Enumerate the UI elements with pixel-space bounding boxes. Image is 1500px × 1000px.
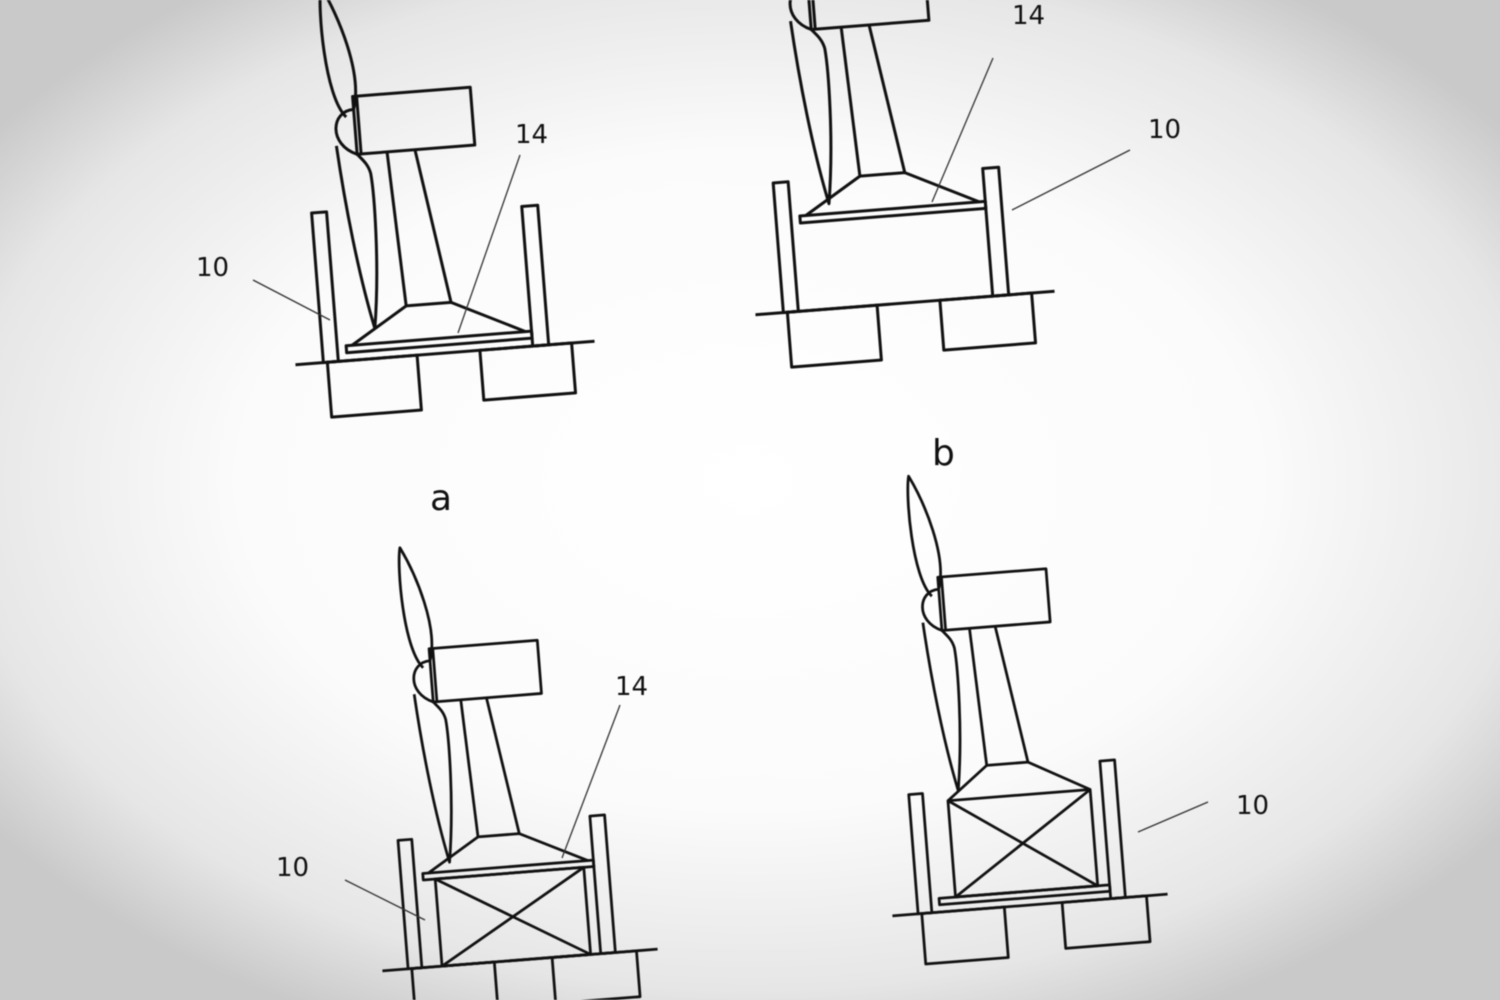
tower-right-edge (413, 149, 453, 303)
guide-post-right (981, 165, 1011, 298)
label-14-fig-b: 14 (1012, 1, 1045, 31)
tower-left-edge (839, 26, 862, 177)
label-14-fig-c: 14 (615, 672, 648, 702)
label-10-fig-b: 10 (1148, 115, 1181, 145)
transition-piece (947, 760, 1091, 802)
nacelle-front-edge (355, 96, 363, 155)
upper-blade (397, 546, 434, 669)
tower-left-edge (385, 151, 408, 307)
rotor-hub (412, 659, 434, 704)
foundation-block-left (920, 905, 1010, 966)
tower-left-edge (968, 628, 989, 766)
upper-blade (906, 474, 942, 598)
lower-blade (334, 145, 379, 330)
turbine-figure-a (295, 0, 595, 419)
nacelle-front-edge (431, 648, 439, 702)
support-platform-14 (798, 199, 988, 225)
guide-post-right (1098, 758, 1127, 901)
rotor-hub (334, 107, 358, 156)
label-10-fig-c: 10 (276, 853, 309, 883)
lower-blade (921, 622, 962, 793)
upper-blade (318, 0, 358, 119)
foundation-block-right (938, 291, 1038, 352)
foundation-block-right (478, 341, 578, 402)
leader-line-14-fig-b (931, 57, 994, 203)
support-platform-14 (344, 329, 534, 355)
guide-post-left (310, 210, 340, 365)
turbine-figure-b (755, 0, 1055, 369)
rotor-hub (788, 0, 812, 31)
guide-post-left (907, 792, 934, 916)
guide-post-right (588, 813, 617, 956)
transition-piece (427, 832, 589, 875)
leader-line-10-fig-a (252, 279, 331, 321)
lattice-brace (441, 866, 585, 968)
figure-a-annotations: 10 14 a (196, 120, 548, 519)
nacelle-front-edge (940, 576, 947, 631)
leader-line-14-fig-c (561, 704, 621, 859)
leader-line-10-fig-d (1137, 801, 1209, 833)
turbine-figure-c (382, 546, 658, 1000)
rotor-hub (921, 587, 943, 632)
foundation-block-left (410, 960, 500, 1000)
figure-c-annotations: 10 14 (276, 672, 648, 921)
nacelle (351, 85, 477, 156)
leader-line-14-fig-a (457, 154, 521, 334)
foundation-block-right (1060, 894, 1152, 950)
support-platform-14 (421, 858, 596, 882)
guide-post-right (520, 203, 551, 348)
transition-piece (804, 171, 980, 217)
lower-blade (412, 694, 453, 864)
leader-line-10-fig-b (1011, 149, 1131, 211)
nacelle (427, 638, 543, 704)
transition-piece (351, 300, 527, 347)
tower-right-edge (993, 625, 1030, 763)
tower-right-edge (485, 697, 521, 834)
foundation-block-right (550, 949, 642, 1000)
lattice-brace (954, 788, 1091, 899)
tower-right-edge (867, 24, 907, 173)
label-10-fig-d: 10 (1236, 791, 1269, 821)
guide-post-left (771, 180, 800, 315)
guide-post-left (396, 837, 424, 971)
lower-blade (789, 20, 833, 206)
tower-left-edge (459, 699, 480, 838)
foundation-block-left (785, 303, 883, 369)
nacelle (805, 0, 931, 32)
leader-line-10-fig-c (344, 879, 426, 921)
figure-b-annotations: 10 14 b (931, 1, 1181, 474)
foundation-block-left (325, 353, 423, 419)
figure-d-annotations: 10 (1137, 791, 1269, 833)
figure-caption-a: a (430, 478, 452, 519)
lattice-structure (946, 788, 1100, 899)
turbine-figure-d (892, 474, 1168, 966)
label-10-fig-a: 10 (196, 253, 229, 283)
label-14-fig-a: 14 (515, 120, 548, 150)
nacelle-front-edge (809, 0, 817, 30)
nacelle (936, 567, 1052, 632)
figure-caption-b: b (932, 433, 955, 474)
